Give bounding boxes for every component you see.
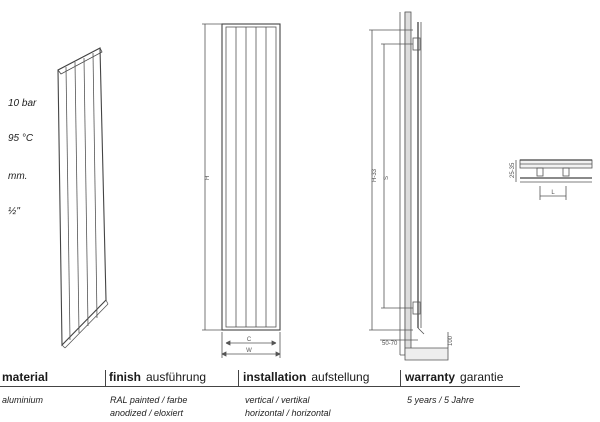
- value-finish-2: anodized / eloxiert: [110, 408, 184, 418]
- header-material: material: [2, 370, 49, 384]
- dim-s: S: [384, 176, 390, 180]
- value-material: aluminium: [2, 395, 44, 405]
- dim-h-front: H: [205, 176, 211, 180]
- value-finish-1: RAL painted / farbe: [110, 395, 188, 405]
- dim-l: L: [551, 190, 555, 196]
- value-warranty: 5 years / 5 Jahre: [407, 395, 475, 405]
- dim-bottom: 100: [448, 335, 454, 346]
- value-installation-2: horizontal / horizontal: [245, 408, 331, 418]
- table-rule: [0, 386, 520, 387]
- dim-c: C: [247, 337, 252, 343]
- spec-temperature: 95 °C: [8, 133, 34, 144]
- spec-unit: mm.: [8, 171, 28, 182]
- table-divider: [105, 370, 106, 386]
- spec-pressure: 10 bar: [8, 98, 37, 109]
- dim-depth: 25-35: [510, 162, 516, 178]
- dim-h-side: H-33: [372, 168, 378, 182]
- perspective-radiator: [57, 47, 109, 349]
- top-detail-view: [515, 159, 593, 200]
- spec-connection: ½": [8, 206, 20, 217]
- front-view: [202, 23, 281, 358]
- side-view: [369, 11, 449, 361]
- dim-w: W: [246, 348, 252, 354]
- table-divider: [238, 370, 239, 386]
- value-installation-1: vertical / vertikal: [245, 395, 310, 405]
- table-divider: [400, 370, 401, 386]
- dim-wall-distance: 50-70: [382, 341, 398, 347]
